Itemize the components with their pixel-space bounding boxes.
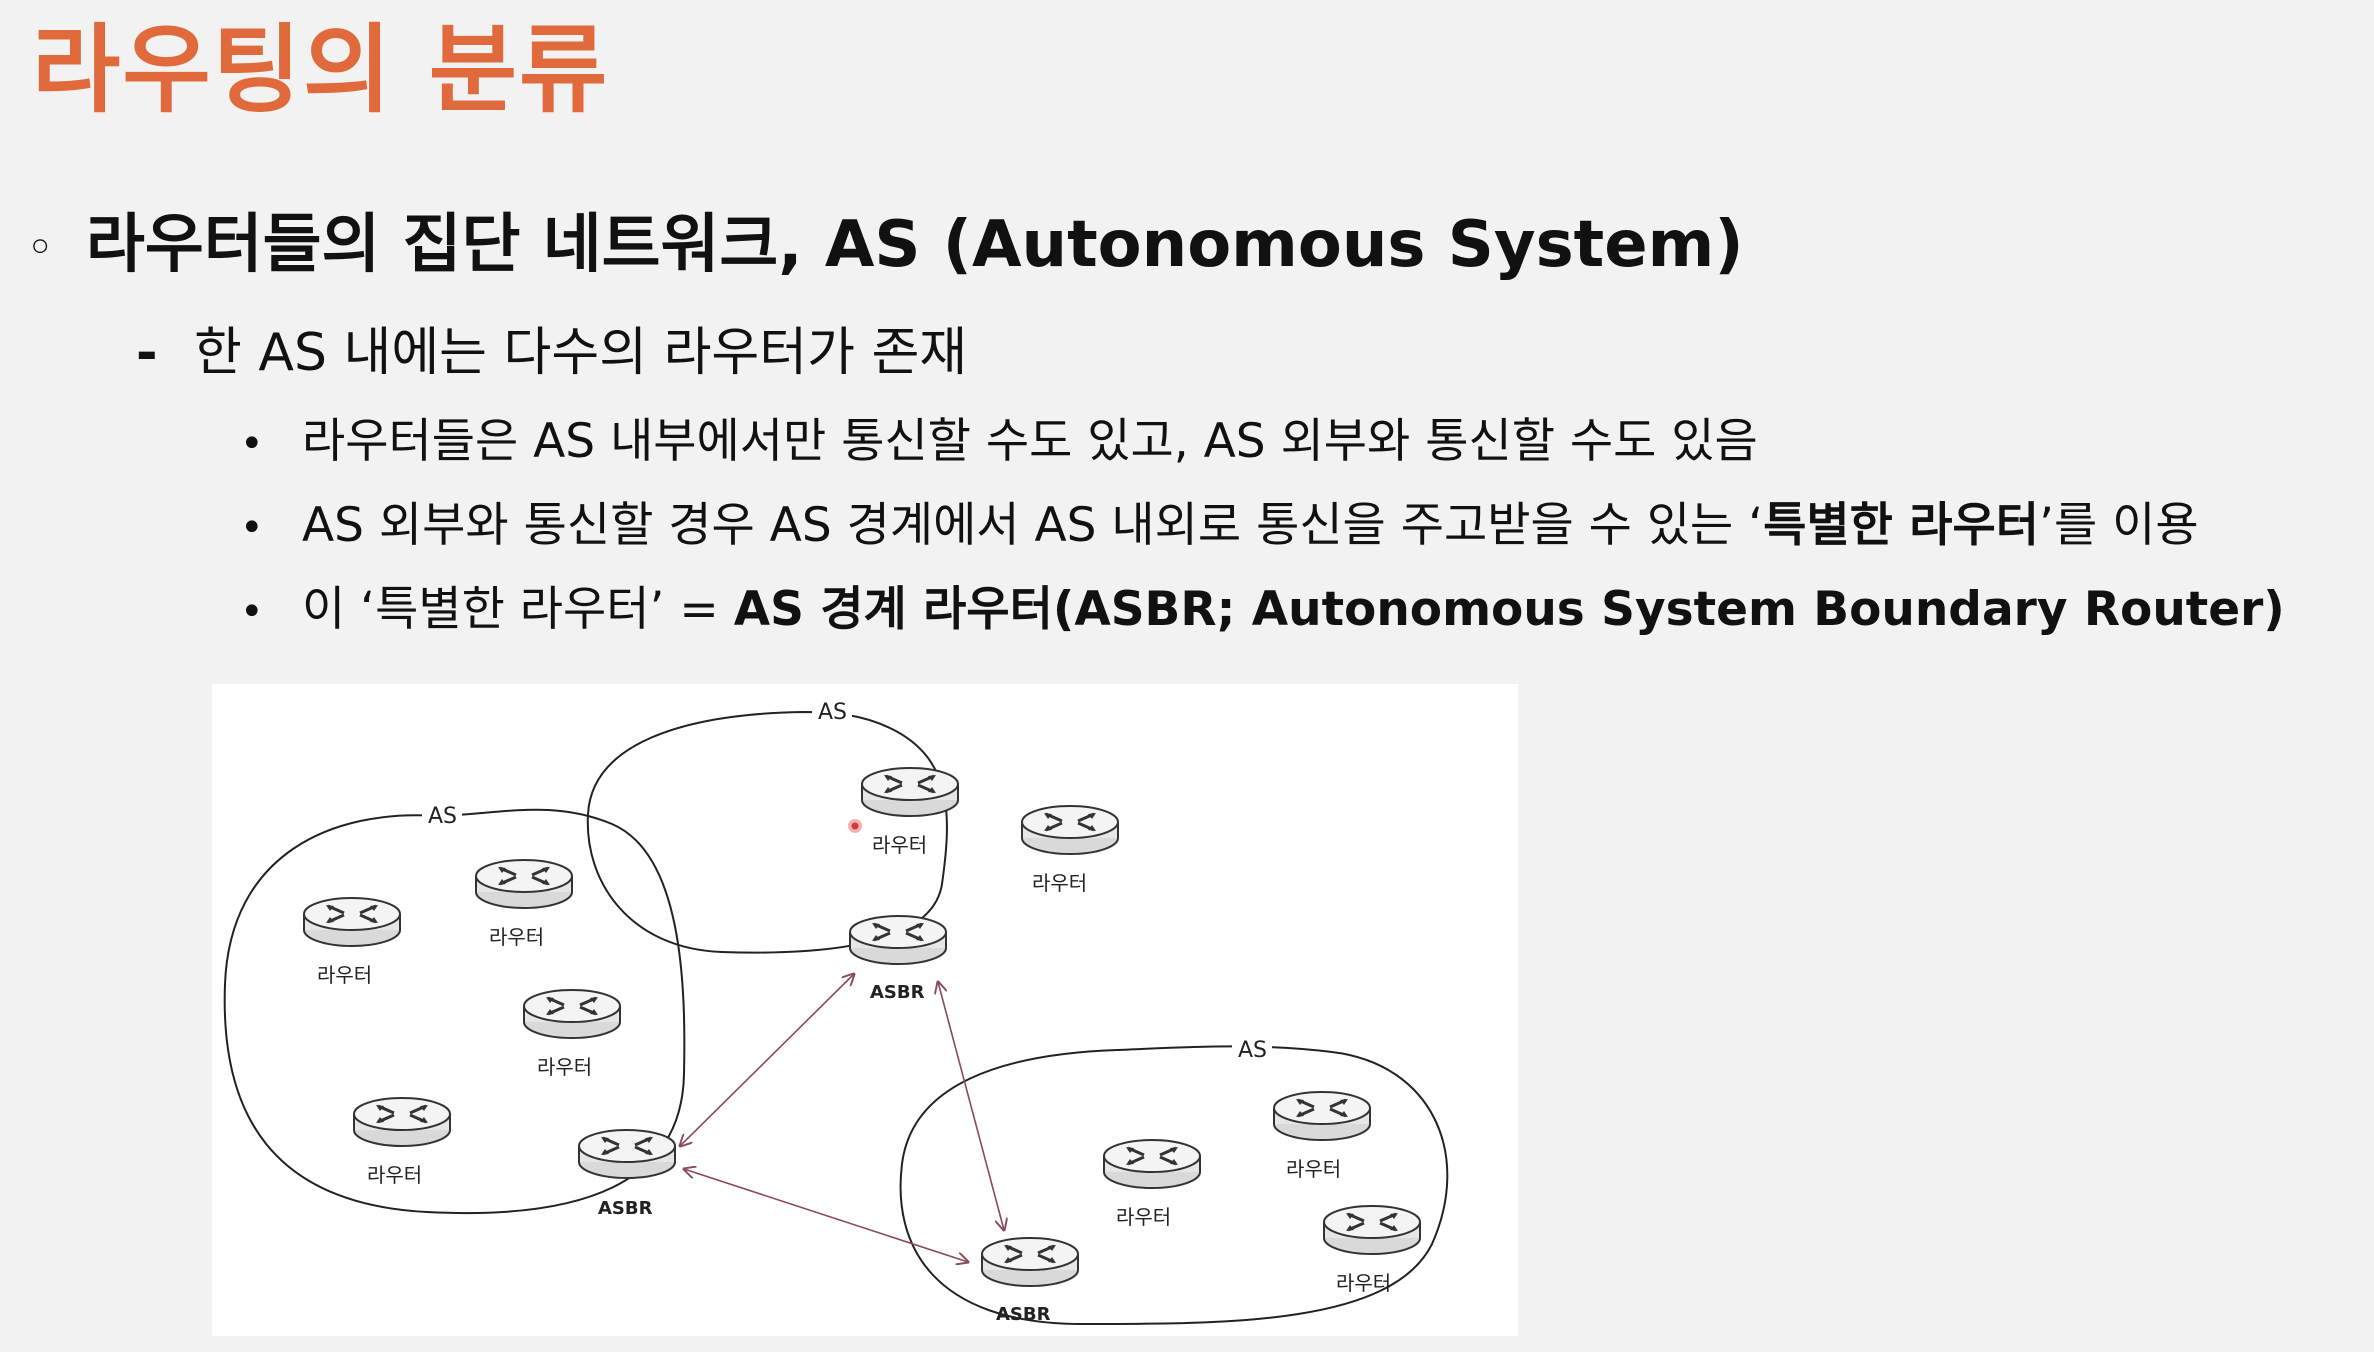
router-icon bbox=[474, 858, 574, 910]
dot-bullet-icon: • bbox=[240, 505, 264, 551]
router-icon bbox=[1272, 1090, 1372, 1142]
as-boundary-left bbox=[223, 808, 686, 1215]
router-icon bbox=[302, 896, 402, 948]
router-icon bbox=[1322, 1204, 1422, 1256]
detail-point-2: • AS 외부와 통신할 경우 AS 경계에서 AS 내외로 통신을 주고받을 수… bbox=[240, 494, 2199, 560]
router-icon bbox=[860, 766, 960, 818]
as-diagram-svg: AS AS AS 라우터 라우터 라우터 라우터 ASBR 라우터 라우터 AS… bbox=[223, 698, 1449, 1326]
router-label: 라우터 bbox=[1336, 1271, 1391, 1295]
detail-point-text: 이 ‘특별한 라우터’ = bbox=[302, 582, 734, 637]
router-label: 라우터 bbox=[489, 925, 544, 949]
dot-bullet-icon: • bbox=[240, 421, 264, 467]
as-network-diagram: AS AS AS 라우터 라우터 라우터 라우터 ASBR 라우터 라우터 AS… bbox=[212, 684, 1518, 1336]
as-label-left: AS bbox=[428, 804, 457, 829]
main-heading: ◦ 라우터들의 집단 네트워크, AS (Autonomous System) bbox=[26, 200, 1744, 293]
asbr-router-icon bbox=[577, 1128, 677, 1180]
sub-point: -한 AS 내에는 다수의 라우터가 존재 bbox=[136, 318, 967, 388]
router-label: 라우터 bbox=[1286, 1157, 1341, 1181]
asbr-router-icon bbox=[980, 1236, 1080, 1288]
router-label: 라우터 bbox=[872, 833, 927, 857]
dot-bullet-icon: • bbox=[240, 589, 264, 635]
as-label-right: AS bbox=[1238, 1038, 1267, 1063]
detail-point-text: AS 외부와 통신할 경우 AS 경계에서 AS 내외로 통신을 주고받을 수 … bbox=[302, 498, 1764, 553]
detail-point-bold: AS 경계 라우터(ASBR; Autonomous System Bounda… bbox=[733, 582, 2285, 637]
link-top-right bbox=[938, 982, 1004, 1230]
asbr-label: ASBR bbox=[870, 982, 925, 1003]
router-label: 라우터 bbox=[1032, 871, 1087, 895]
router-label: 라우터 bbox=[537, 1055, 592, 1079]
router-icon bbox=[352, 1096, 452, 1148]
router-label: 라우터 bbox=[317, 963, 372, 987]
sub-point-text: 한 AS 내에는 다수의 라우터가 존재 bbox=[194, 323, 968, 383]
detail-point-bold: 특별한 라우터 bbox=[1763, 498, 2039, 553]
asbr-label: ASBR bbox=[996, 1304, 1051, 1325]
as-boundary-right bbox=[899, 1045, 1449, 1326]
link-left-top bbox=[680, 974, 854, 1146]
detail-point-3: • 이 ‘특별한 라우터’ = AS 경계 라우터(ASBR; Autonomou… bbox=[240, 578, 2285, 644]
router-label: 라우터 bbox=[1116, 1205, 1171, 1229]
dash-bullet-icon: - bbox=[136, 323, 158, 383]
as-boundary-top bbox=[586, 710, 948, 954]
router-label: 라우터 bbox=[367, 1163, 422, 1187]
router-icon bbox=[1102, 1138, 1202, 1190]
detail-point-text: 라우터들은 AS 내부에서만 통신할 수도 있고, AS 외부와 통신할 수도 … bbox=[302, 414, 1758, 469]
as-label-top: AS bbox=[818, 700, 847, 725]
asbr-router-icon bbox=[848, 914, 948, 966]
router-icon bbox=[1020, 804, 1120, 856]
detail-point-1: • 라우터들은 AS 내부에서만 통신할 수도 있고, AS 외부와 통신할 수도… bbox=[240, 410, 1758, 476]
detail-point-text: ’를 이용 bbox=[2039, 498, 2199, 553]
link-left-right bbox=[684, 1169, 968, 1262]
asbr-label: ASBR bbox=[598, 1198, 653, 1219]
hollow-bullet-icon: ◦ bbox=[26, 220, 55, 277]
router-icon bbox=[522, 988, 622, 1040]
slide-title: 라우팅의 분류 bbox=[32, 14, 610, 126]
main-heading-text: 라우터들의 집단 네트워크, AS (Autonomous System) bbox=[86, 208, 1744, 282]
